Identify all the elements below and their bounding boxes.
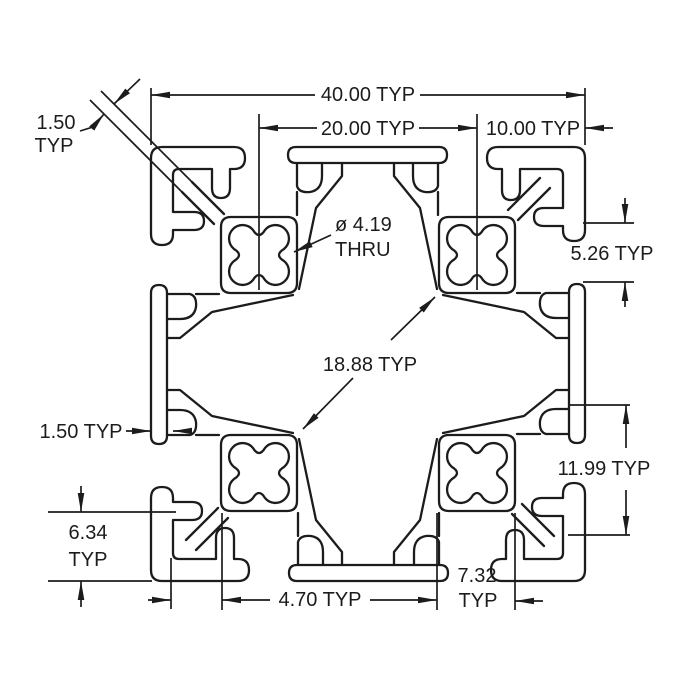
dim-boss-width-label1: 7.32	[458, 565, 497, 587]
dim-corner-wall: 1.50 TYP	[35, 78, 141, 157]
slot-lip	[411, 161, 440, 194]
dim-flange-step: 5.26 TYP	[570, 198, 654, 307]
corner-flange	[149, 145, 247, 247]
dim-overall-width: 40.00 TYP	[151, 84, 585, 106]
screw-hole-clover	[227, 223, 291, 287]
dim-foot-height-label1: 6.34	[69, 522, 108, 544]
dim-boss-width-label2: TYP	[459, 590, 498, 612]
dim-boss-width: 7.32 TYP	[458, 565, 543, 612]
dim-foot-height-label2: TYP	[69, 549, 108, 571]
t-stem-wall	[392, 161, 439, 291]
dim-cavity-diagonal: 18.88 TYP	[302, 296, 436, 430]
hole-callout-thru: THRU	[335, 239, 391, 261]
corner-boss	[219, 215, 299, 295]
dim-foot-height: 6.34 TYP	[69, 486, 108, 607]
dim-flange-step-label: 5.26 TYP	[570, 243, 653, 265]
dim-corner-wall-label1: 1.50	[37, 112, 76, 134]
hole-callout-diameter: ø 4.19	[335, 214, 392, 236]
dim-cavity-diagonal-label: 18.88 TYP	[323, 354, 417, 376]
dim-edge-to-slot: 10.00 TYP	[486, 118, 613, 140]
dim-slot-pitch-label: 20.00 TYP	[321, 118, 415, 140]
dim-side-wall: 1.50 TYP	[39, 421, 192, 443]
dim-edge-to-slot-label: 10.00 TYP	[486, 118, 580, 140]
profile-quadrant	[149, 145, 449, 295]
dim-slot-pitch: 20.00 TYP	[259, 118, 477, 140]
dim-corner-wall-label2: TYP	[35, 135, 74, 157]
slot-face-bar	[286, 145, 449, 165]
hole-callout: ø 4.19 THRU	[293, 214, 392, 261]
dim-slot-depth: 4.70 TYP	[148, 589, 437, 611]
dimension-layer: 40.00 TYP 20.00 TYP 10.00 TYP 1.50 TYP 5…	[35, 78, 654, 612]
dim-side-wall-label: 1.50 TYP	[39, 421, 122, 443]
slot-lip	[295, 161, 324, 194]
dim-side-opening: 11.99 TYP	[558, 405, 651, 535]
dim-slot-depth-label: 4.70 TYP	[278, 589, 361, 611]
dim-overall-width-label: 40.00 TYP	[321, 84, 415, 106]
dim-side-opening-label: 11.99 TYP	[558, 458, 651, 480]
